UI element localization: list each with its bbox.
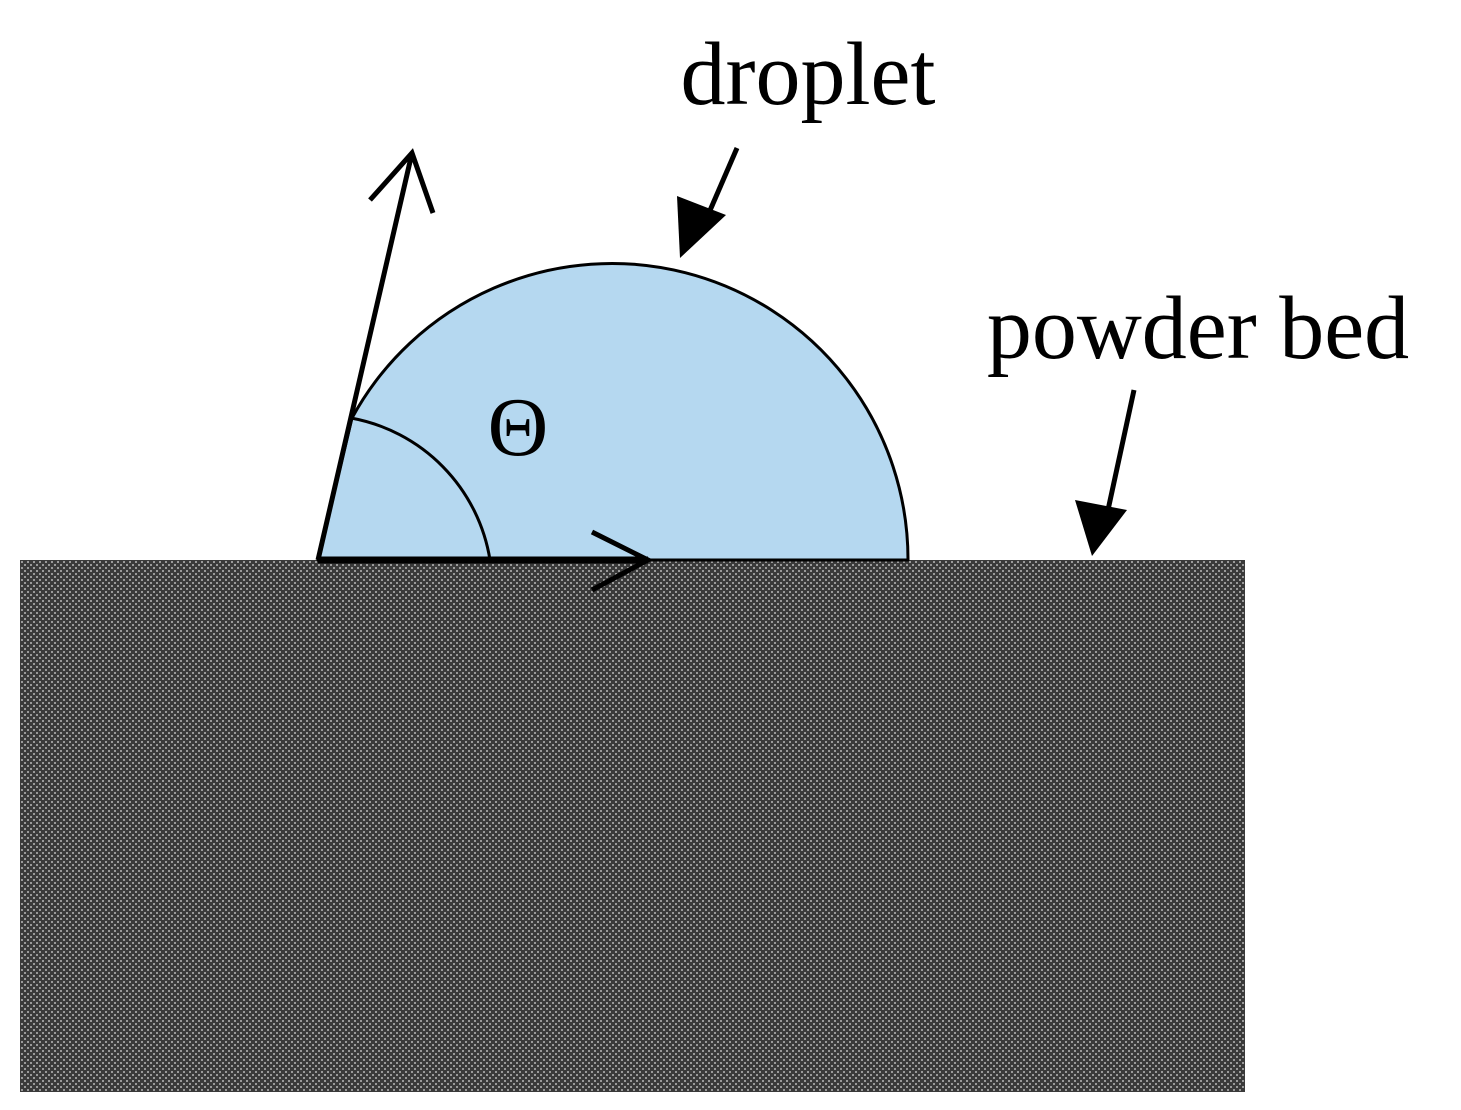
droplet-shape bbox=[316, 262, 910, 562]
powder-bed bbox=[20, 560, 1245, 1092]
tangent-arrowhead bbox=[368, 148, 436, 214]
powder-bed-pointer-line bbox=[1105, 389, 1137, 511]
tangent-arrow bbox=[315, 152, 415, 561]
powder-bed-pointer-head bbox=[1075, 500, 1127, 556]
angle-symbol-label: Θ bbox=[488, 381, 549, 474]
baseline-arrowhead bbox=[590, 529, 654, 593]
droplet-pointer-head bbox=[677, 196, 726, 258]
droplet-label: droplet bbox=[681, 25, 936, 124]
contact-angle-arc bbox=[350, 416, 492, 561]
powder-bed-label: powder bed bbox=[987, 279, 1409, 378]
